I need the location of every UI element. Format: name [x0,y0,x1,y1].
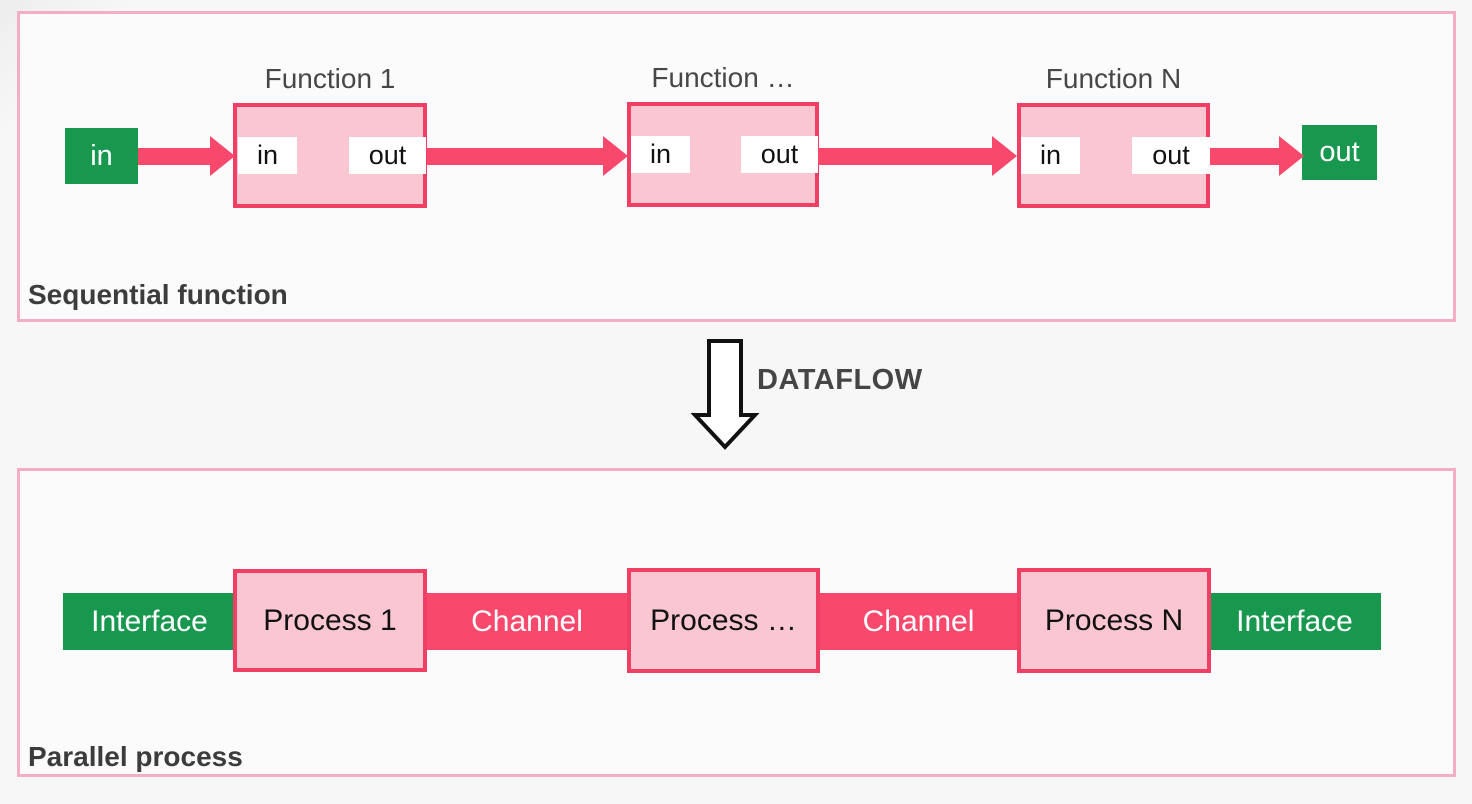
arrow-head [603,136,628,176]
parallel-process-label: Parallel process [28,741,243,772]
interface-left-label: Interface [91,604,208,638]
sequential-function-label: Sequential function [28,279,288,310]
channel-1-band: Channel [424,593,630,650]
flow-arrow-icon [138,136,235,176]
channel-1-label: Channel [471,604,583,638]
process-dots-label: Process … [650,603,797,637]
flow-arrow-icon [818,136,1017,176]
sequential-output-label: out [1319,136,1360,168]
channel-2-label: Channel [862,604,975,638]
arrow-head [992,136,1017,176]
process-n-box: Process N [1017,568,1211,673]
interface-right-label: Interface [1236,604,1353,638]
arrow-head [210,136,235,176]
sequential-output-box: out [1302,125,1377,180]
channel-2-band: Channel [817,593,1020,650]
dataflow-label: DATAFLOW [757,364,923,396]
function-n-out-port: out [1132,137,1210,174]
flow-arrow-icon [1210,136,1304,176]
function-1-out-port: out [349,137,426,174]
sequential-input-box: in [65,128,138,184]
arrow-shaft [1210,147,1279,165]
flow-arrow-icon [427,136,628,176]
function-dots-out-port: out [741,136,818,173]
arrow-shaft [427,147,603,165]
function-1-in-port: in [238,137,297,174]
interface-left-box: Interface [63,593,236,650]
arrow-head [1279,136,1304,176]
function-dots-title: Function … [651,62,795,93]
function-n-in-port: in [1021,137,1080,174]
function-n-title: Function N [1045,63,1182,94]
process-1-label: Process 1 [263,603,397,637]
interface-right-box: Interface [1208,593,1381,650]
process-n-label: Process N [1044,603,1184,637]
process-1-box: Process 1 [233,569,427,672]
function-1-title: Function 1 [264,63,396,94]
function-dots-in-port: in [631,136,690,173]
arrow-shaft [138,147,210,165]
arrow-shaft [818,147,992,165]
sequential-input-label: in [90,139,113,172]
process-dots-box: Process … [627,568,820,673]
dataflow-arrow-icon [691,339,759,450]
